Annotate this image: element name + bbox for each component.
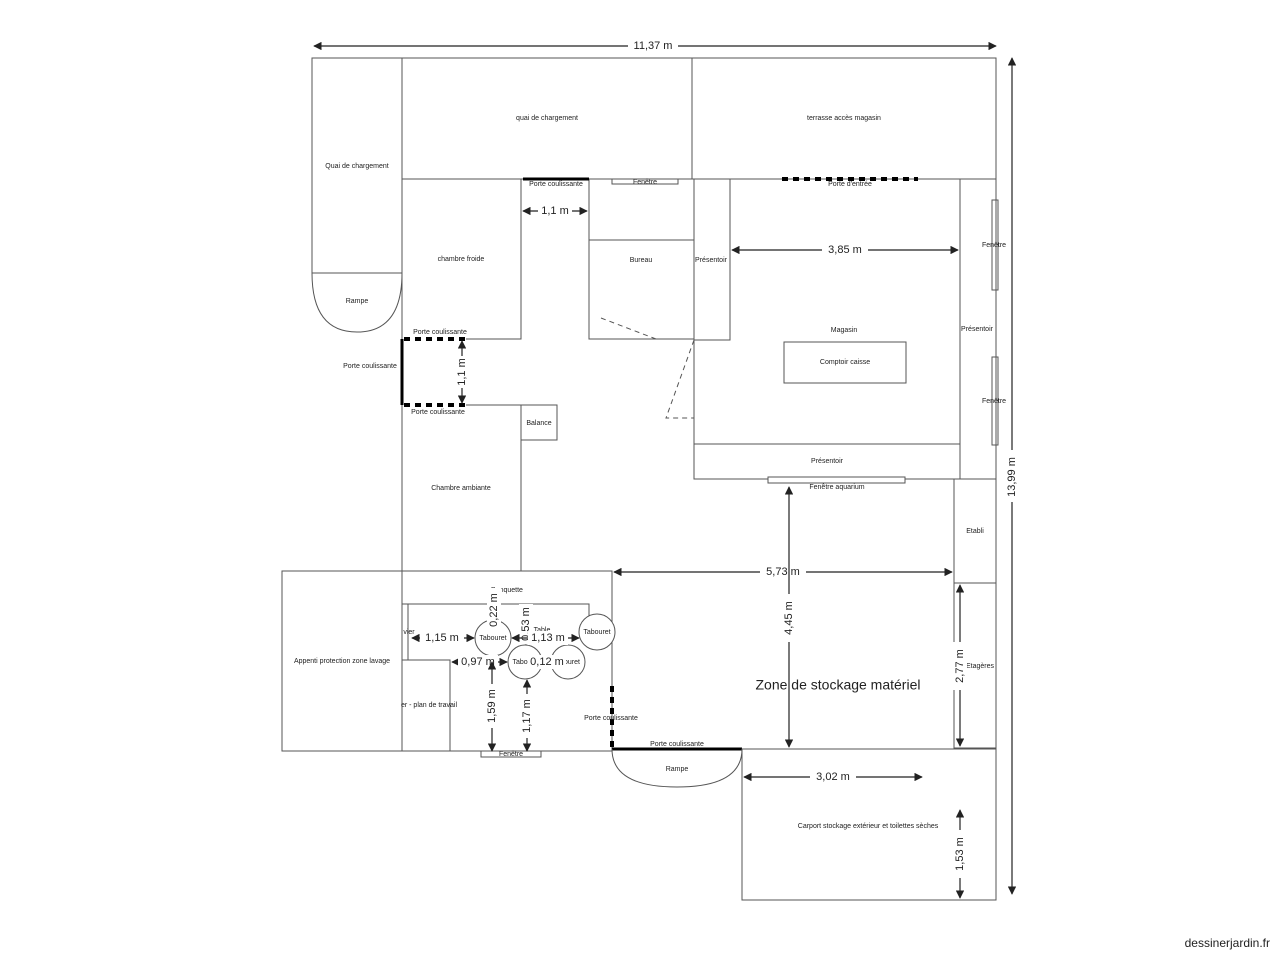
- terrasse-label: terrasse accès magasin: [807, 115, 881, 122]
- rampe-bottom-arc: [611, 748, 743, 788]
- quai-top-label: quai de chargement: [516, 115, 578, 122]
- fenetre-right-2-label: Fenêtre: [982, 398, 1006, 405]
- dim-022-label: 0,22 m: [488, 593, 500, 627]
- balance-box: [520, 404, 558, 441]
- porte-coulissante-stockage-label: Porte coulissante: [584, 715, 638, 722]
- dim-097-label: 0,97 m: [461, 656, 495, 668]
- presentoir-right-label: Présentoir: [961, 326, 994, 333]
- dim-277-label: 2,77 m: [954, 649, 966, 683]
- fenetre-bureau: [611, 178, 679, 185]
- chambre-froide-walls: [401, 178, 522, 340]
- balance-label: Balance: [526, 420, 551, 427]
- etageres-label: Etagères: [966, 663, 995, 670]
- comptoir-caisse: [783, 341, 907, 384]
- presentoir-left: [693, 178, 731, 341]
- dim-385-label: 3,85 m: [828, 244, 862, 256]
- fenetre-bottom: [480, 750, 542, 758]
- porte-coulissante-bottom-label: Porte coulissante: [411, 409, 465, 416]
- bureau-door-swing: [600, 317, 657, 340]
- zone-stockage-label: Zone de stockage matériel: [756, 677, 921, 693]
- dim-11-vertical-bg: [455, 356, 469, 388]
- fenetre-aquarium: [767, 476, 906, 484]
- banquette-label: Banquette: [491, 587, 523, 594]
- dim-159-label: 1,59 m: [486, 689, 498, 723]
- plan-travail-outline: [402, 659, 451, 751]
- fenetre-bureau-label: Fenêtre: [633, 179, 657, 186]
- table-label: Table: [534, 627, 551, 634]
- fenetre-right-1: [991, 199, 999, 291]
- dim-115-label: 1,15 m: [425, 632, 459, 644]
- presentoir-bottom-label: Présentoir: [811, 458, 844, 465]
- porte-coulissante-left-label: Porte coulissante: [343, 363, 397, 370]
- comptoir-label: Comptoir caisse: [820, 359, 870, 366]
- dim-total-width-label: 11,37 m: [634, 40, 673, 52]
- fenetre-bottom-label: Fenêtre: [499, 751, 523, 758]
- dim-113-label: 1,13 m: [531, 632, 565, 644]
- dim-total-height-bg: [1005, 450, 1019, 502]
- plan-travail-label: er - plan de travail: [401, 702, 457, 709]
- evier-label: vier: [403, 629, 415, 636]
- dim-117-label: 1,17 m: [521, 699, 533, 733]
- chambre-ambiante-label: Chambre ambiante: [431, 485, 491, 492]
- dim-11-bg: [538, 204, 572, 218]
- fenetre-right-2: [991, 356, 999, 446]
- appenti-label: Appenti protection zone lavage: [294, 658, 390, 665]
- dim-445-label: 4,45 m: [783, 601, 795, 635]
- etabli-label: Etabli: [966, 528, 984, 535]
- dim-012-label: 0,12 m: [530, 656, 564, 668]
- dim-302-label: 3,02 m: [816, 771, 850, 783]
- tabouret-1-label: Tabouret: [479, 635, 506, 642]
- magasin-room: [693, 178, 961, 480]
- chambre-froide-label: chambre froide: [438, 256, 485, 263]
- rampe-bottom-label: Rampe: [666, 766, 689, 773]
- rampe-left-arc: [311, 272, 403, 333]
- carport-label: Carport stockage extérieur et toilettes …: [798, 823, 939, 830]
- bureau-walls: [588, 179, 694, 340]
- dim-11-label: 1,1 m: [541, 205, 569, 217]
- tabouret-2: [578, 613, 616, 651]
- presentoir-right: [959, 178, 997, 480]
- fenetre-right-1-label: Fenêtre: [982, 242, 1006, 249]
- magasin-door-swing: [665, 339, 695, 419]
- stockage-walls: [611, 571, 997, 750]
- tabouret-4-label: ouret: [564, 659, 580, 666]
- dim-159-bg: [485, 684, 499, 728]
- bureau-label: Bureau: [630, 257, 653, 264]
- magasin-label: Magasin: [831, 327, 858, 334]
- dim-total-height-label: 13,99 m: [1006, 457, 1018, 497]
- porte-coulissante-top-label: Porte coulissante: [413, 329, 467, 336]
- dim-total-width-bg: [628, 39, 678, 53]
- dim-385-bg: [822, 243, 868, 257]
- quai-chargement-top: [401, 57, 693, 180]
- dim-012-bg: [528, 655, 566, 669]
- etabli-box: [953, 478, 997, 584]
- appenti-room: [281, 570, 403, 752]
- brand-watermark: dessinerjardin.fr: [1184, 936, 1270, 950]
- tabouret-2-label: Tabouret: [583, 629, 610, 636]
- porte-entree-label: Porte d'entrée: [828, 181, 872, 188]
- tabouret-3-label: Tabou: [512, 659, 531, 666]
- dim-302-bg: [810, 770, 856, 784]
- dim-11-vertical-label: 1,1 m: [456, 358, 468, 386]
- quai-chargement-left: [311, 57, 403, 274]
- porte-coulissante-bureau-label: Porte coulissante: [529, 181, 583, 188]
- porte-coulissante-rampe-label: Porte coulissante: [650, 741, 704, 748]
- dim-153-label: 1,53 m: [954, 837, 966, 871]
- presentoir-left-label: Présentoir: [695, 257, 728, 264]
- dim-153-bg: [953, 830, 967, 878]
- dim-277-bg: [953, 642, 967, 690]
- dim-113-bg: [528, 631, 568, 645]
- dim-117-bg: [520, 694, 534, 738]
- dim-022-bg: [487, 588, 501, 632]
- rampe-left-label: Rampe: [346, 298, 369, 305]
- dim-573-bg: [760, 565, 806, 579]
- dim-115-bg: [420, 631, 464, 645]
- quai-left-label: Quai de chargement: [325, 163, 388, 170]
- fenetre-aquarium-label: Fenêtre aquarium: [809, 484, 864, 491]
- dim-445-bg: [782, 594, 796, 642]
- dim-573-label: 5,73 m: [766, 566, 800, 578]
